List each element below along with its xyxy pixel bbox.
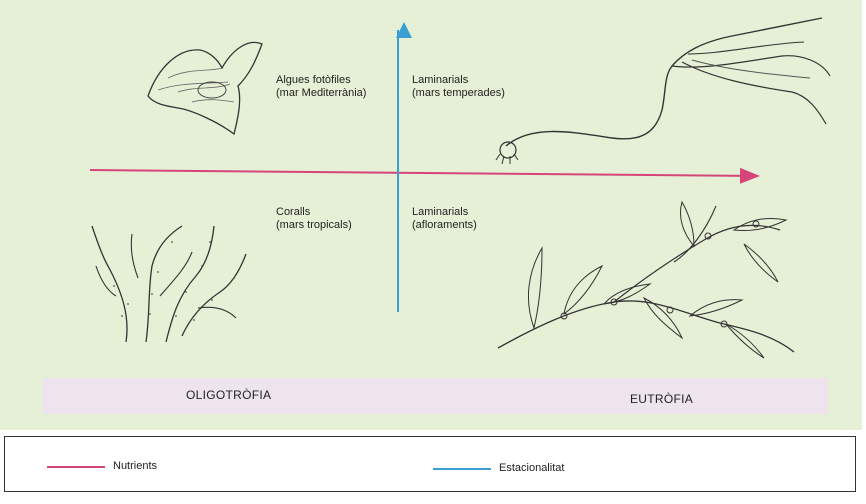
fan-alga-icon (147, 41, 263, 136)
oligotrophy-label: OLIGOTRÒFIA (186, 388, 272, 402)
nutrients-legend-label: Nutrients (113, 460, 158, 472)
top-left-label: Algues fotòfiles (mar Mediterrània) (276, 74, 367, 99)
bottom-right-label: Laminarials (afloraments) (412, 206, 477, 231)
nutrients-legend-swatch (47, 466, 105, 468)
seasonality-legend-label: Estacionalitat (499, 462, 565, 474)
legend: Nutrients Estacionalitat (4, 436, 856, 492)
diagram-panel (0, 0, 862, 430)
seaweed-chain-icon (497, 200, 795, 359)
nutrients-axis (89, 167, 760, 184)
top-right-label: Laminarials (mars temperades) (412, 74, 505, 99)
branching-coral-icon (91, 225, 247, 343)
eutrophy-label: EUTRÒFIA (630, 392, 694, 406)
kelp-icon (495, 17, 831, 165)
seasonality-legend-swatch (433, 468, 491, 470)
bottom-left-label: Coralls (mars tropicals) (276, 206, 352, 231)
trophic-band (42, 378, 828, 414)
